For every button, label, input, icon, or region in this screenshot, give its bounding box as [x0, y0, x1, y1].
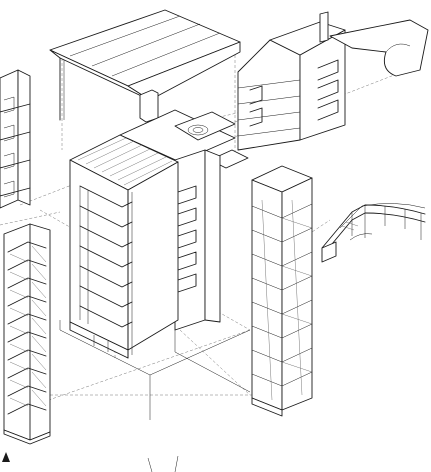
left-tower-fragment: [0, 69, 31, 209]
central-stair-core: [119, 89, 249, 331]
stair-flights: [7, 241, 47, 415]
upper-right-roof-module: [237, 11, 429, 151]
right-tall-tower: [251, 165, 313, 417]
floor-slabs: [79, 185, 133, 328]
main-roof: [49, 9, 241, 141]
left-escape-stair: [3, 223, 51, 445]
bridge-walkway: [321, 203, 426, 263]
tower-floor-lines: [251, 199, 313, 401]
axis-marker: [2, 452, 179, 472]
main-building-block: [69, 134, 179, 359]
base-plinth: [59, 320, 251, 420]
